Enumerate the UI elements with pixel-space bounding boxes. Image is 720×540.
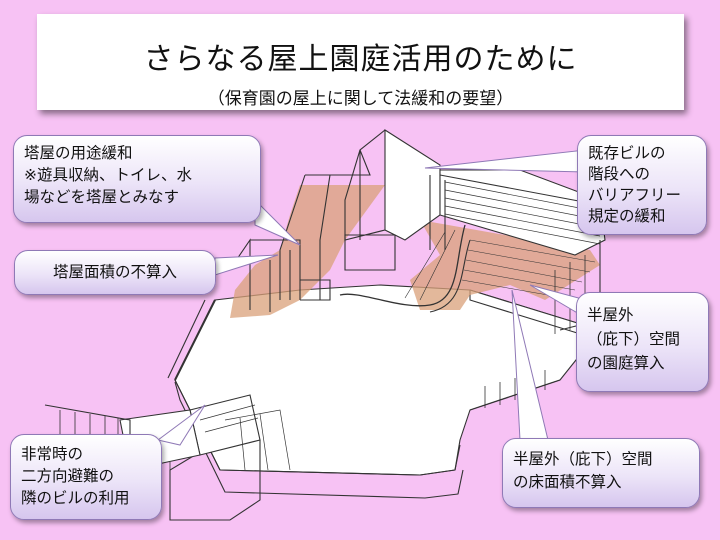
- curved-ramp: [339, 224, 466, 307]
- callout-line: 塔屋面積の不算入: [52, 263, 177, 281]
- callout-semi-outdoor-floor: 半屋外（庇下）空間 の床面積不算入: [502, 438, 700, 508]
- callout-penthouse-area: 塔屋面積の不算入: [14, 250, 216, 295]
- callout-line: 場などを塔屋とみなす: [24, 188, 180, 206]
- penthouse-tower: [384, 128, 441, 241]
- callout-line: の床面積不算入: [513, 473, 622, 491]
- page-subtitle: （保育園の屋上に関して法緩和の要望）: [207, 89, 514, 109]
- callout-line: 階段への: [588, 165, 651, 183]
- highlight-penthouse: [230, 185, 385, 318]
- page-title: さらなる屋上園庭活用のために: [143, 42, 578, 77]
- callout-penthouse-use: 塔屋の用途緩和 ※遊具収納、トイレ、水 場などを塔屋とみなす: [13, 135, 261, 223]
- callout-line: 半屋外（庇下）空間: [513, 450, 653, 468]
- pointer-barrier-free: [424, 149, 586, 173]
- callout-line: 半屋外: [587, 306, 634, 324]
- callout-line: ※遊具収納、トイレ、水: [24, 166, 192, 184]
- callout-line: 既存ビルの: [588, 144, 666, 162]
- callout-line: 非常時の: [21, 445, 84, 463]
- pointer-evac: [156, 404, 206, 446]
- callout-line: 規定の緩和: [588, 207, 666, 225]
- callout-semi-outdoor-garden: 半屋外 （庇下）空間 の園庭算入: [576, 292, 709, 392]
- callout-line: の園庭算入: [587, 354, 665, 372]
- callout-line: バリアフリー: [588, 186, 682, 204]
- callout-barrier-free: 既存ビルの 階段への バリアフリー 規定の緩和: [577, 135, 707, 235]
- callout-line: （庇下）空間: [587, 330, 681, 348]
- callout-line: 塔屋の用途緩和: [24, 144, 133, 162]
- title-box: さらなる屋上園庭活用のために （保育園の屋上に関して法緩和の要望）: [37, 14, 684, 110]
- highlight-areas: [230, 185, 600, 318]
- callout-emergency-evacuation: 非常時の 二方向避難の 隣のビルの利用: [10, 434, 162, 520]
- callout-line: 隣のビルの利用: [21, 489, 130, 507]
- highlight-canopy: [410, 220, 600, 310]
- callout-line: 二方向避難の: [21, 467, 115, 485]
